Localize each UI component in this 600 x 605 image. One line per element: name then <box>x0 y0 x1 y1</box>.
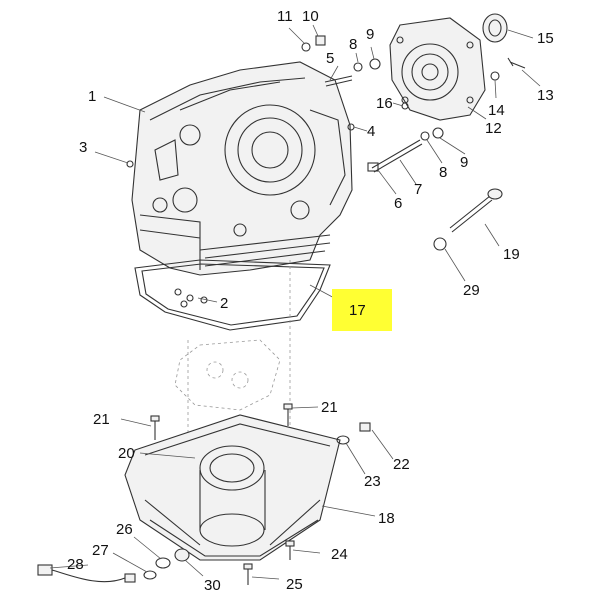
washer-27 <box>143 570 157 580</box>
callout-7[interactable]: 7 <box>414 181 422 198</box>
callout-27[interactable]: 27 <box>92 542 109 559</box>
callout-8a[interactable]: 8 <box>349 36 357 53</box>
highlight-box <box>332 289 392 331</box>
bolt-24 <box>285 540 295 560</box>
callout-9a[interactable]: 9 <box>366 26 374 43</box>
callout-30[interactable]: 30 <box>204 577 221 594</box>
callout-2[interactable]: 2 <box>220 295 228 312</box>
callout-18[interactable]: 18 <box>378 510 395 527</box>
callout-28[interactable]: 28 <box>67 556 84 573</box>
washer-23 <box>336 435 350 445</box>
callout-17[interactable]: 17 <box>349 302 366 319</box>
callout-labels: 1 2 3 4 5 6 7 8 8 9 9 10 11 12 13 14 15 … <box>67 8 554 594</box>
bolt-21b <box>283 403 293 426</box>
crankcase-block <box>131 61 353 276</box>
oil-pickup-assembly <box>174 260 291 440</box>
callout-16[interactable]: 16 <box>376 95 393 112</box>
oring-26 <box>155 557 171 569</box>
callout-9b[interactable]: 9 <box>460 154 468 171</box>
nut-8b <box>420 131 430 141</box>
callout-3[interactable]: 3 <box>79 139 87 156</box>
callout-1[interactable]: 1 <box>88 88 96 105</box>
oil-sump-pan <box>124 414 341 561</box>
plug-30 <box>174 548 190 562</box>
callout-14[interactable]: 14 <box>488 102 505 119</box>
callout-19[interactable]: 19 <box>503 246 520 263</box>
stud-7 <box>371 139 423 173</box>
callout-13[interactable]: 13 <box>537 87 554 104</box>
callout-25[interactable]: 25 <box>286 576 303 593</box>
washer-14 <box>490 71 500 81</box>
nut-9a <box>369 58 381 70</box>
nut-9b <box>432 127 444 139</box>
callout-24[interactable]: 24 <box>331 546 348 563</box>
callout-11[interactable]: 11 <box>277 8 293 25</box>
callout-8b[interactable]: 8 <box>439 164 447 181</box>
screw-13 <box>507 57 526 69</box>
callout-6[interactable]: 6 <box>394 195 402 212</box>
bolt-21a <box>150 415 160 440</box>
callout-21a[interactable]: 21 <box>93 411 110 428</box>
stud-5 <box>324 75 353 87</box>
dowel-6 <box>367 162 379 172</box>
callout-21b[interactable]: 21 <box>321 399 338 416</box>
dipstick-19 <box>449 188 503 233</box>
screw-3 <box>126 160 134 168</box>
oring-11 <box>301 42 311 52</box>
front-cover-plate <box>389 17 486 121</box>
leader-lines <box>49 24 541 580</box>
callout-29[interactable]: 29 <box>463 282 480 299</box>
callout-20[interactable]: 20 <box>118 445 135 462</box>
callout-22[interactable]: 22 <box>393 456 410 473</box>
oil-sump-gasket <box>134 259 331 331</box>
oil-seal <box>482 13 508 43</box>
callout-12[interactable]: 12 <box>485 120 502 137</box>
callout-5[interactable]: 5 <box>326 50 334 67</box>
callout-15[interactable]: 15 <box>537 30 554 47</box>
oring-29 <box>433 237 447 251</box>
plug-10 <box>315 35 326 46</box>
callout-4[interactable]: 4 <box>367 123 375 140</box>
sensor-28 <box>37 564 136 583</box>
callout-23[interactable]: 23 <box>364 473 381 490</box>
nut-8a <box>353 62 363 72</box>
plug-22 <box>359 422 371 432</box>
callout-10[interactable]: 10 <box>302 8 319 25</box>
bolt-25 <box>243 563 253 585</box>
callout-26[interactable]: 26 <box>116 521 133 538</box>
